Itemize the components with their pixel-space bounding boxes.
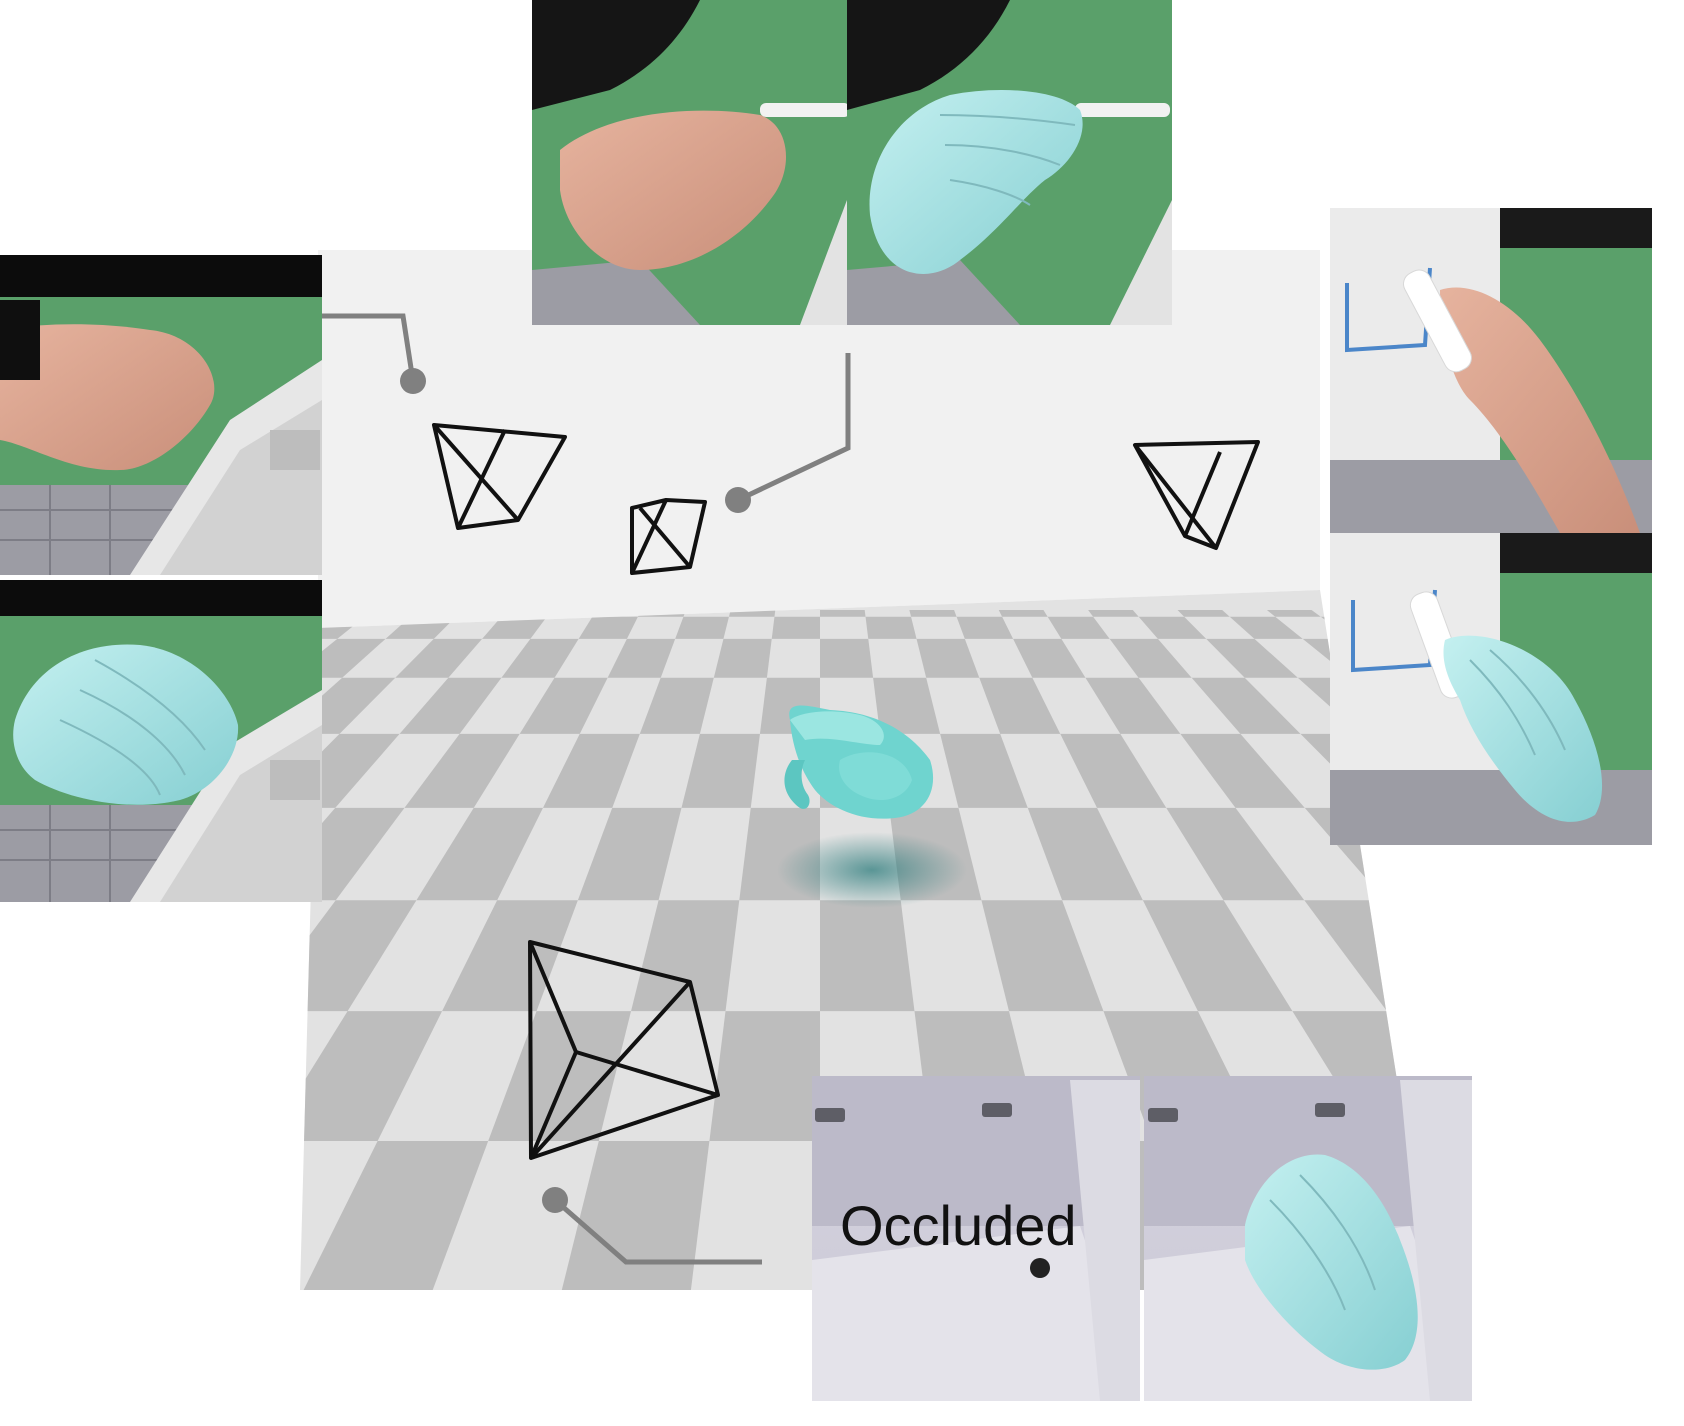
floor-tile	[1085, 677, 1181, 734]
floor-tile	[0, 1011, 64, 1141]
floor-tile	[940, 733, 1028, 808]
occluded-label: Occluded	[840, 1194, 1077, 1257]
bottom-view-hand-overlay	[1144, 1076, 1472, 1401]
top-view-input-frame	[532, 0, 850, 325]
floor-tile	[300, 900, 417, 1012]
camera-frustum-2	[630, 498, 707, 575]
floor-tile	[873, 677, 941, 734]
floor-tile	[303, 1140, 489, 1290]
camera-frustum-1	[432, 423, 567, 530]
floor-tile	[300, 733, 400, 808]
floor-tile	[1142, 900, 1293, 1012]
floor-tile	[1484, 1141, 1684, 1290]
floor-tile	[1627, 900, 1684, 1011]
floor-tile	[1180, 733, 1305, 808]
floor-tile	[1177, 610, 1230, 617]
floor-tile	[675, 616, 729, 639]
camera-frustum-4	[528, 940, 720, 1160]
floor-tile	[1060, 733, 1167, 808]
floor-tile	[64, 900, 255, 1011]
floor-tile	[1013, 638, 1086, 678]
floor-tile	[1481, 1011, 1684, 1141]
floor-tile	[956, 616, 1014, 639]
floor-tile	[442, 900, 578, 1012]
floor-tile	[681, 733, 760, 808]
floor-tile	[639, 677, 714, 734]
floor-tile	[501, 638, 579, 678]
leader-line-top	[736, 353, 851, 503]
floor-tile	[981, 900, 1104, 1012]
floor-tile	[1670, 1011, 1684, 1141]
floor-tile	[1166, 807, 1305, 901]
floor-tile	[820, 900, 915, 1012]
reconstructed-hand-mesh	[784, 705, 934, 819]
right-view-input-frame	[1330, 208, 1652, 533]
floor-tile	[395, 638, 483, 678]
leader-line-bottom	[553, 1198, 762, 1265]
floor-tile	[399, 677, 502, 734]
floor-tile	[1027, 807, 1143, 901]
floor-tile	[578, 616, 638, 639]
floor-tile	[1191, 677, 1301, 734]
floor-tile	[416, 807, 543, 901]
floor-tile	[300, 1011, 443, 1141]
floor-tile	[979, 677, 1061, 734]
floor-tile	[46, 1011, 253, 1141]
floor-tile	[998, 610, 1048, 617]
leader-line-left	[292, 313, 416, 382]
floor-tile	[577, 807, 682, 901]
floor-tile	[519, 677, 608, 734]
floor-tile	[1229, 616, 1303, 639]
leader-dot-left	[400, 368, 426, 394]
hand-shadow	[777, 832, 967, 908]
floor-tile	[482, 616, 547, 639]
floor-tile	[713, 638, 772, 678]
left-view-input-frame	[0, 255, 322, 575]
floor-tile	[1266, 610, 1321, 617]
floor-tile	[542, 733, 640, 808]
floor-tile	[865, 616, 917, 639]
right-view-hand-overlay	[1330, 533, 1652, 845]
top-view-hand-overlay	[847, 0, 1172, 325]
scene-wall	[318, 250, 1320, 628]
floor-tile	[709, 1011, 820, 1141]
floor-tile	[1466, 900, 1671, 1011]
floor-tile	[909, 610, 957, 617]
leader-dot-bottom	[542, 1187, 568, 1213]
left-view-hand-overlay	[0, 580, 322, 902]
camera-frustum-3	[1133, 440, 1260, 550]
floor-tile	[771, 616, 820, 639]
floor-tile	[561, 1140, 710, 1290]
floor-tile	[488, 1011, 632, 1141]
bottom-view-input-frame	[812, 1076, 1140, 1401]
floor-tile	[404, 733, 520, 808]
leader-dot-top	[725, 487, 751, 513]
floor-tile	[1088, 610, 1139, 617]
floor-tile	[45, 1141, 267, 1290]
floor-tile	[300, 807, 405, 901]
floor-tile	[1109, 638, 1192, 678]
floor-tile	[820, 638, 874, 678]
floor-tile	[631, 900, 740, 1012]
floor-tile	[1047, 616, 1110, 639]
floor-tile	[607, 638, 676, 678]
floor-tile	[1206, 638, 1298, 678]
floor-tile	[916, 638, 980, 678]
floor-tile	[1138, 616, 1207, 639]
floor-tile	[0, 1141, 46, 1290]
floor-tile	[820, 610, 866, 617]
floor-tile	[0, 900, 94, 1011]
